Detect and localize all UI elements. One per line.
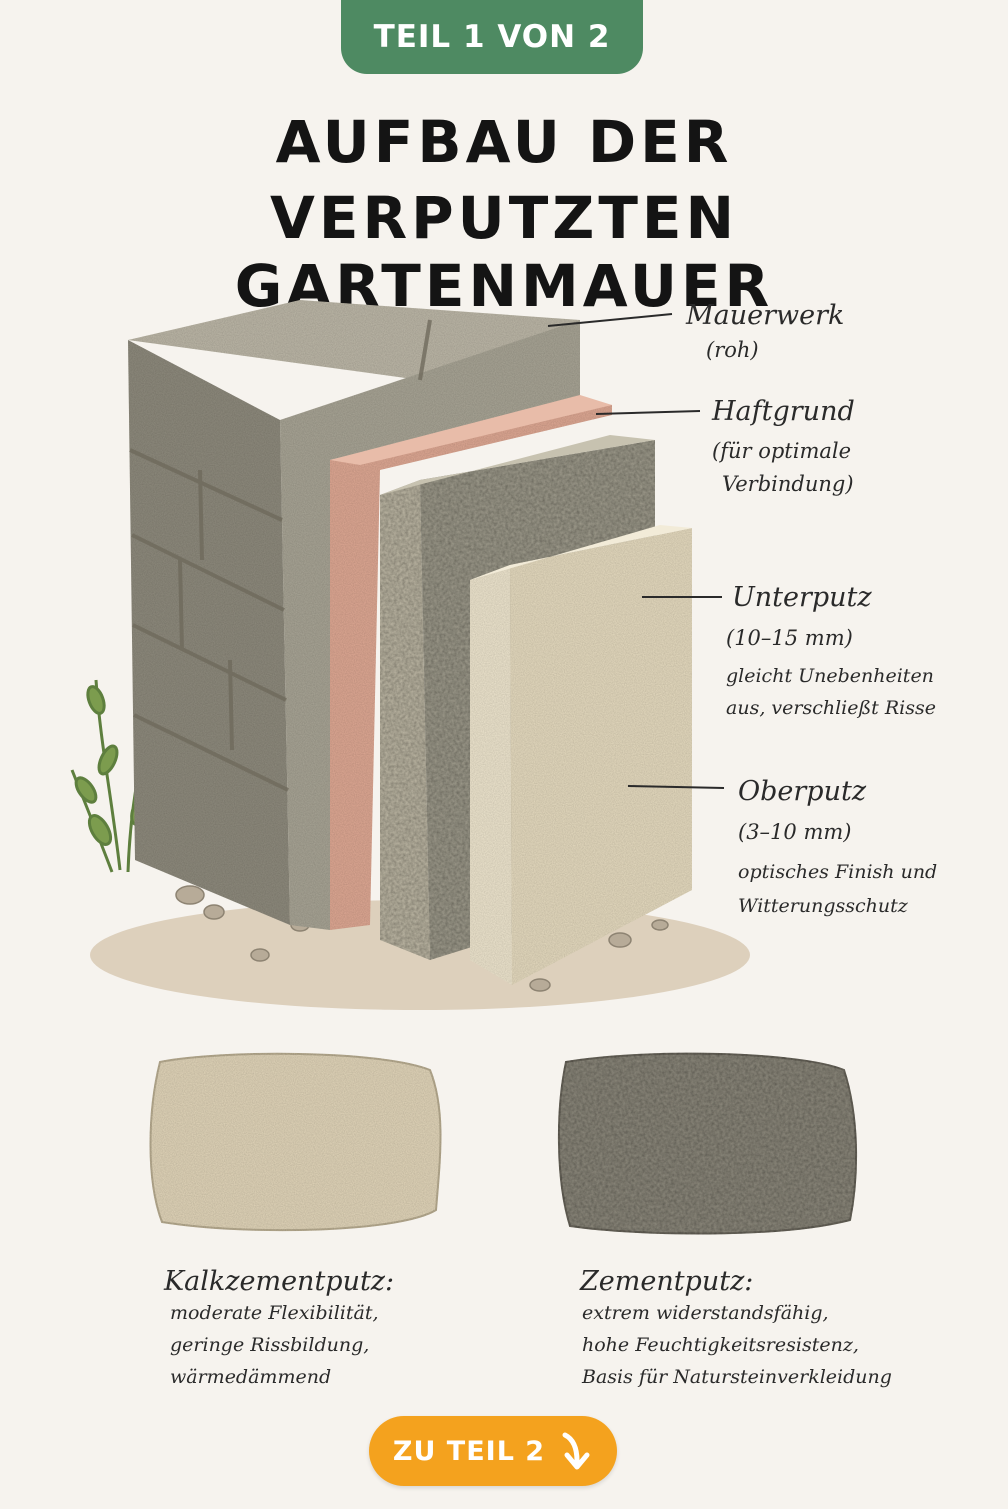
- sample-cement-line-2: hohe Feuchtigkeitsresistenz,: [582, 1334, 859, 1356]
- wall-front-face: [280, 320, 580, 930]
- part-badge: TEIL 1 VON 2: [341, 0, 643, 74]
- label-masonry: Mauerwerk: [686, 300, 845, 331]
- sample-lime-line-3: wärmedämmend: [170, 1366, 332, 1388]
- sample-lime-title: Kalkzementputz:: [164, 1266, 395, 1297]
- sample-lime-line-1: moderate Flexibilität,: [170, 1302, 379, 1324]
- page-title-line1: AUFBAU DER: [275, 108, 733, 176]
- base-plaster-top: [380, 435, 655, 495]
- label-base-plaster-desc-2: aus, verschließt Risse: [726, 697, 936, 719]
- leader-lines: [547, 313, 725, 789]
- top-plaster-front: [510, 528, 692, 985]
- label-primer-detail-2: Verbindung): [722, 472, 854, 496]
- next-part-button-label: ZU TEIL 2: [392, 1435, 546, 1467]
- label-base-plaster-desc-1: gleicht Unebenheiten: [726, 665, 934, 687]
- label-top-plaster-detail: (3–10 mm): [738, 820, 852, 844]
- sample-lime-cement-plaster: [149, 1052, 442, 1232]
- label-base-plaster-detail: (10–15 mm): [726, 626, 853, 650]
- label-top-plaster-desc-1: optisches Finish und: [738, 861, 938, 883]
- sample-cement-title: Zementputz:: [580, 1266, 754, 1297]
- label-top-plaster: Oberputz: [738, 776, 867, 807]
- sample-lime-line-2: geringe Rissbildung,: [170, 1334, 370, 1356]
- wall-left-face: [128, 340, 290, 925]
- wall-joints: [129, 319, 432, 792]
- arrow-down-right-icon: [562, 1432, 590, 1470]
- sample-cement-line-1: extrem widerstandsfähig,: [582, 1302, 829, 1324]
- sample-cement-plaster: [557, 1052, 858, 1235]
- primer-layer-front: [330, 400, 612, 930]
- sample-cement-line-3: Basis für Natursteinverkleidung: [582, 1366, 892, 1388]
- label-masonry-detail: (roh): [706, 338, 759, 362]
- label-primer-detail-1: (für optimale: [712, 439, 852, 463]
- base-plaster-side: [380, 480, 430, 960]
- label-base-plaster: Unterputz: [732, 582, 872, 613]
- label-top-plaster-desc-2: Witterungsschutz: [738, 895, 908, 917]
- next-part-button[interactable]: ZU TEIL 2: [369, 1416, 617, 1486]
- primer-layer-top: [330, 395, 612, 465]
- top-plaster-top: [470, 525, 692, 580]
- top-plaster-side: [470, 565, 512, 985]
- label-primer: Haftgrund: [712, 396, 855, 427]
